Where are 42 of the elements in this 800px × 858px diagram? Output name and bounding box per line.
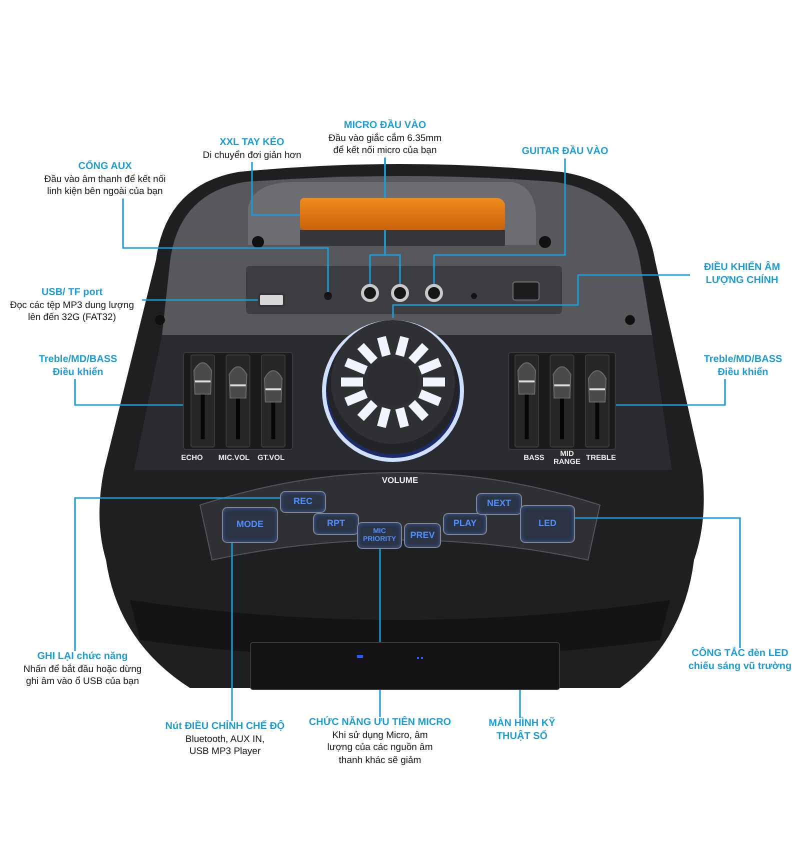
display-window xyxy=(250,642,560,690)
callout-text: Bluetooth, AUX IN, USB MP3 Player xyxy=(184,734,266,758)
leader-line xyxy=(519,690,521,718)
callout-text: Đầu vào âm thanh để kết nối linh kiện bên ngoài của bạn xyxy=(43,174,167,198)
callout-heading: CHỨC NĂNG ƯU TIÊN MICRO xyxy=(308,717,452,730)
callout-heading: Nút ĐIỀU CHỈNH CHẾ ĐỘ xyxy=(164,721,286,734)
callout-heading: GUITAR ĐẦU VÀO xyxy=(505,146,625,158)
callout-heading: USB/ TF port xyxy=(40,287,104,300)
leader-line xyxy=(74,497,280,651)
leader-line xyxy=(616,379,726,406)
control-button: MODE xyxy=(222,507,278,543)
volume-knob xyxy=(321,318,465,462)
leader-line xyxy=(122,198,329,292)
callout-heading: Treble/MD/BASS Điều khiển xyxy=(30,354,126,379)
control-button: PREV xyxy=(404,523,441,548)
leader-line xyxy=(231,543,233,721)
callout-heading: GHI LẠI chức năng xyxy=(36,651,129,664)
callout-heading: XXL TAY KÉO xyxy=(218,137,286,150)
control-button: NEXT xyxy=(476,493,522,515)
usb-port xyxy=(258,293,285,307)
leader-line xyxy=(575,517,741,648)
callout-text: Khi sử dụng Micro, âm lượng của các nguồn âm thanh khác sẽ giảm xyxy=(326,730,434,767)
callout-text: Nhấn để bắt đầu hoặc dừng ghi âm vào ổ USB của bạn xyxy=(22,664,143,688)
control-label: VOLUME xyxy=(380,476,420,484)
handle-grip xyxy=(300,198,505,230)
leader-line xyxy=(74,379,183,406)
control-button: PLAY xyxy=(443,513,487,535)
slider-panel xyxy=(508,352,616,450)
slider-panel xyxy=(183,352,293,450)
callout-heading: Treble/MD/BASS Điều khiển xyxy=(695,354,791,379)
callout-text: Di chuyển đơi giản hơn xyxy=(202,150,302,162)
control-button: REC xyxy=(280,491,326,513)
callout-heading: CỔNG AUX xyxy=(77,161,133,174)
control-button: LED xyxy=(520,505,575,543)
callout-heading: ĐIỀU KHIỂN ÂM LƯỢNG CHÍNH xyxy=(690,262,794,287)
callout-text: Đọc các tệp MP3 dung lượng lên đến 32G (FAT32) xyxy=(8,300,135,324)
callout-heading: CÔNG TẮC đèn LED chiếu sáng vũ trường xyxy=(684,648,796,673)
leader-line xyxy=(392,274,690,318)
callout-text: Đầu vào giắc cắm 6.35mm để kết nối micro của bạn xyxy=(328,132,442,158)
callout-heading: MICRO ĐẦU VÀO xyxy=(342,120,428,132)
control-button: RPT xyxy=(313,513,359,535)
callout-heading: MÀN HÌNH KỸ THUẬT SỐ xyxy=(482,718,562,743)
